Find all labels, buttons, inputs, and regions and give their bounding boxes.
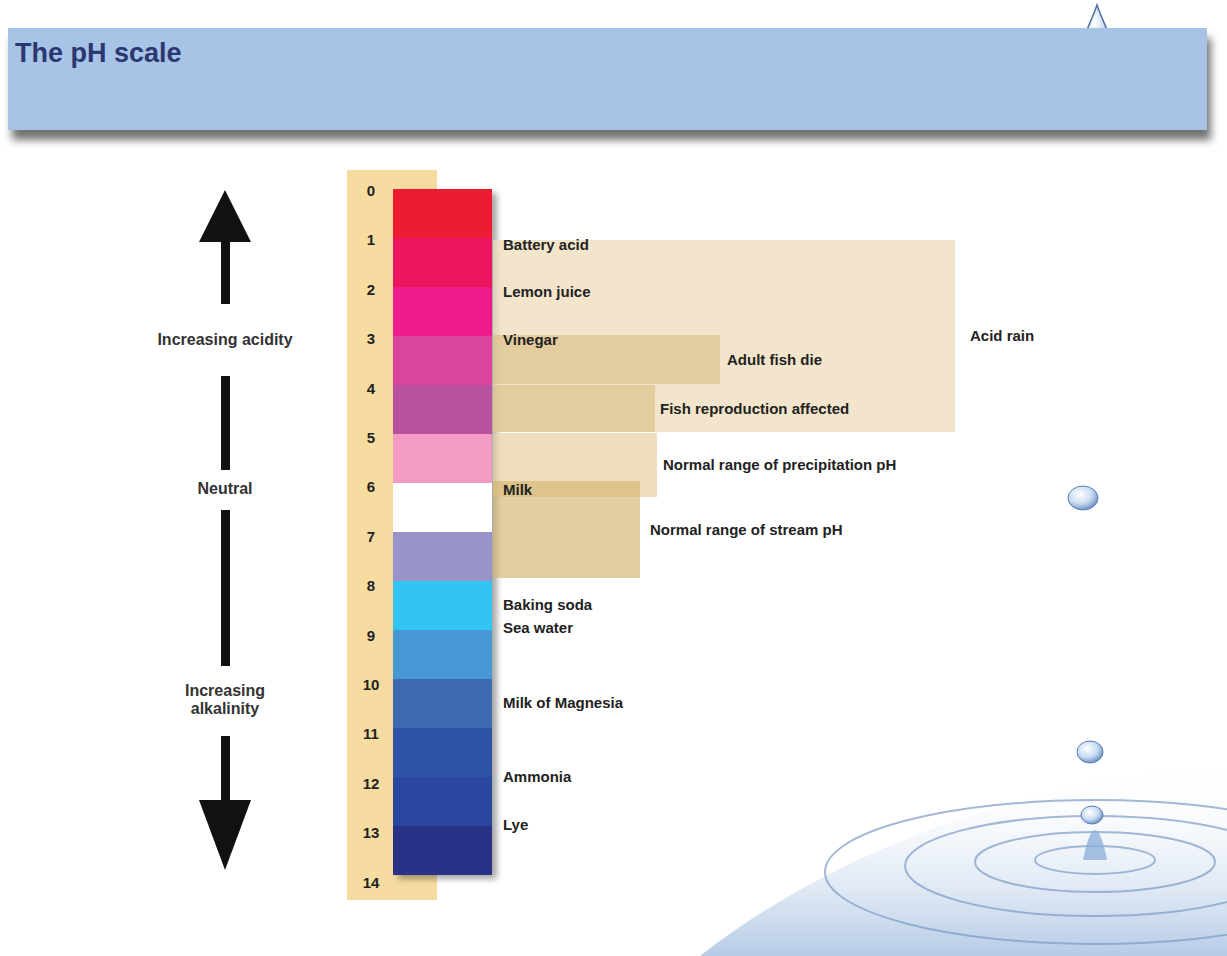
ph-number: 12: [354, 775, 388, 792]
ph-number: 8: [354, 578, 388, 595]
direction-label: Neutral: [150, 480, 300, 498]
ph-number: 10: [354, 676, 388, 693]
ph-color-bar: [393, 189, 492, 875]
substance-label: Milk: [503, 481, 532, 498]
water-surface: [700, 760, 1227, 956]
substance-label: Sea water: [503, 619, 573, 636]
ph-number: 6: [354, 479, 388, 496]
range-label: Normal range of stream pH: [650, 521, 843, 538]
ph-number: 7: [354, 528, 388, 545]
ph-number: 9: [354, 627, 388, 644]
range-label: Fish reproduction affected: [660, 400, 849, 417]
ph-number: 13: [354, 825, 388, 842]
ph-number: 11: [354, 726, 388, 743]
ph-number: 3: [354, 331, 388, 348]
range-label: Acid rain: [970, 327, 1034, 344]
substance-label: Baking soda: [503, 596, 592, 613]
ph-number: 14: [354, 874, 388, 891]
ph-number: 1: [354, 232, 388, 249]
direction-label: Increasing alkalinity: [150, 682, 300, 719]
direction-label: Increasing acidity: [150, 331, 300, 349]
substance-label: Battery acid: [503, 236, 589, 253]
ph-number: 4: [354, 380, 388, 397]
splash: [1083, 830, 1107, 860]
range-label: Normal range of precipitation pH: [663, 456, 896, 473]
range-band: Fish reproduction affected: [493, 385, 655, 432]
ripples: [825, 800, 1227, 944]
bubble: [1068, 486, 1098, 510]
substance-label: Lemon juice: [503, 283, 591, 300]
ph-number: 5: [354, 429, 388, 446]
title-bar: The pH scale: [8, 28, 1207, 130]
substance-label: Vinegar: [503, 331, 558, 348]
ph-number: 2: [354, 281, 388, 298]
range-label: Adult fish die: [727, 351, 822, 368]
ph-number: 0: [354, 182, 388, 199]
bubble: [1081, 806, 1103, 824]
range-band: Acid rainAdult fish dieFish reproduction…: [493, 240, 955, 432]
substance-label: Milk of Magnesia: [503, 694, 623, 711]
title-text: The pH scale: [15, 38, 1214, 69]
substance-label: Ammonia: [503, 768, 571, 785]
bubble: [1077, 741, 1103, 763]
substance-label: Lye: [503, 816, 528, 833]
direction-arrows: [199, 190, 251, 870]
